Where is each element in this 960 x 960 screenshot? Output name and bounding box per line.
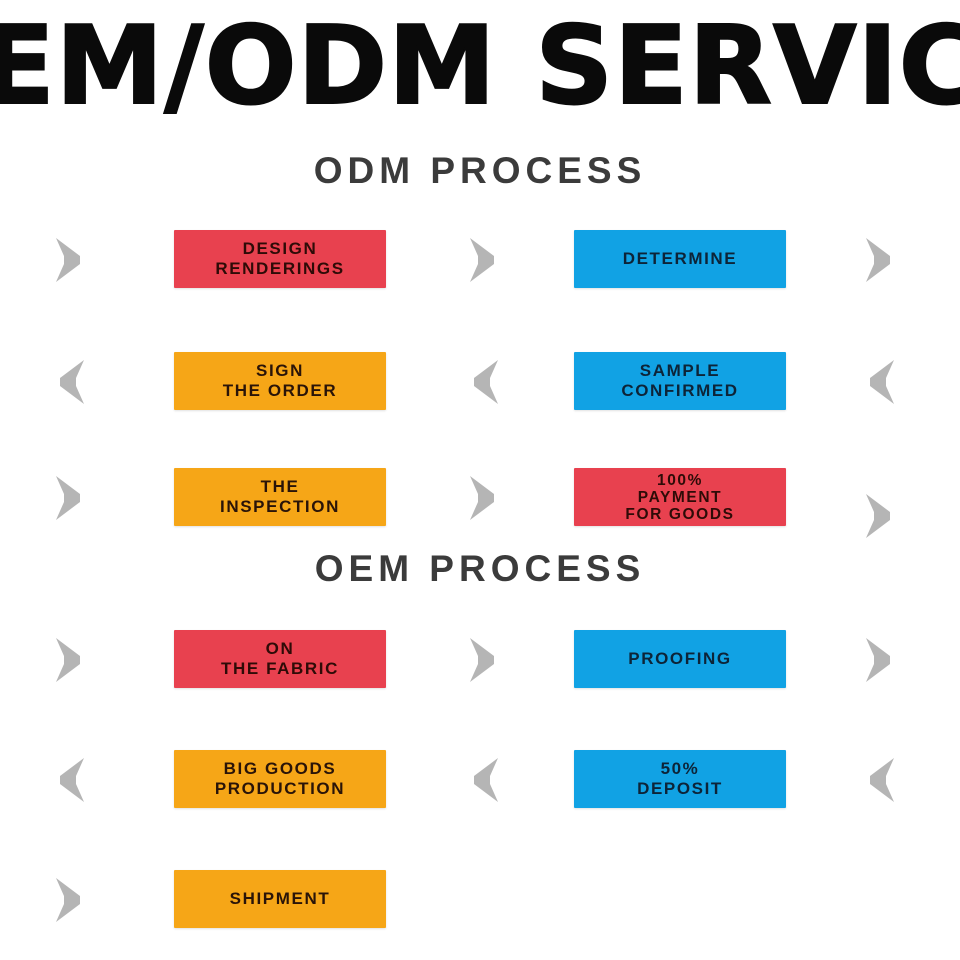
process-box-proofing[interactable]: PROOFING xyxy=(574,630,786,688)
process-box-label: 50% DEPOSIT xyxy=(637,759,723,798)
process-row-odm-2: SIGN THE ORDER SAMPLE CONFIRMED xyxy=(0,342,960,422)
process-box-design-renderings[interactable]: DESIGN RENDERINGS xyxy=(174,230,386,288)
chevron-left-icon xyxy=(464,356,504,408)
process-box-label: THE INSPECTION xyxy=(220,477,340,516)
chevron-right-icon xyxy=(50,472,90,524)
chevron-left-icon xyxy=(860,754,900,806)
chevron-right-icon xyxy=(50,874,90,926)
process-row-odm-1: DESIGN RENDERINGS DETERMINE xyxy=(0,220,960,300)
chevron-right-icon xyxy=(860,234,900,286)
chevron-right-icon xyxy=(464,634,504,686)
chevron-left-icon xyxy=(860,356,900,408)
process-box-100-percent-payment-for-goods[interactable]: 100% PAYMENT FOR GOODS xyxy=(574,468,786,526)
process-box-50-percent-deposit[interactable]: 50% DEPOSIT xyxy=(574,750,786,808)
chevron-left-icon xyxy=(50,754,90,806)
chevron-left-icon xyxy=(50,356,90,408)
process-box-shipment[interactable]: SHIPMENT xyxy=(174,870,386,928)
process-box-label: DETERMINE xyxy=(622,249,738,268)
process-box-sample-confirmed[interactable]: SAMPLE CONFIRMED xyxy=(574,352,786,410)
page-title-band: EM/ODM SERVIC xyxy=(0,0,960,140)
process-box-label: PROOFING xyxy=(628,649,732,668)
process-box-sign-the-order[interactable]: SIGN THE ORDER xyxy=(174,352,386,410)
process-row-odm-3: THE INSPECTION 100% PAYMENT FOR GOODS xyxy=(0,458,960,538)
process-box-label: 100% PAYMENT FOR GOODS xyxy=(625,471,735,523)
process-box-label: ON THE FABRIC xyxy=(221,639,339,678)
chevron-right-icon xyxy=(860,490,900,542)
process-box-label: SHIPMENT xyxy=(229,889,331,908)
process-box-on-the-fabric[interactable]: ON THE FABRIC xyxy=(174,630,386,688)
page-title: EM/ODM SERVIC xyxy=(0,4,960,129)
process-row-oem-1: ON THE FABRIC PROOFING xyxy=(0,620,960,700)
chevron-right-icon xyxy=(464,234,504,286)
chevron-right-icon xyxy=(860,634,900,686)
process-box-the-inspection[interactable]: THE INSPECTION xyxy=(174,468,386,526)
process-box-label: BIG GOODS PRODUCTION xyxy=(214,759,346,798)
process-box-determine[interactable]: DETERMINE xyxy=(574,230,786,288)
process-box-big-goods-production[interactable]: BIG GOODS PRODUCTION xyxy=(174,750,386,808)
chevron-right-icon xyxy=(50,634,90,686)
section-header-oem: OEM PROCESS xyxy=(314,548,646,589)
process-box-label: SAMPLE CONFIRMED xyxy=(621,361,739,400)
process-row-oem-2: BIG GOODS PRODUCTION 50% DEPOSIT xyxy=(0,740,960,820)
process-box-label: DESIGN RENDERINGS xyxy=(215,239,345,278)
chevron-right-icon xyxy=(50,234,90,286)
chevron-left-icon xyxy=(464,754,504,806)
section-header-odm: ODM PROCESS xyxy=(313,150,647,191)
process-row-oem-3: SHIPMENT xyxy=(0,860,960,940)
chevron-right-icon xyxy=(464,472,504,524)
process-box-label: SIGN THE ORDER xyxy=(222,361,338,400)
